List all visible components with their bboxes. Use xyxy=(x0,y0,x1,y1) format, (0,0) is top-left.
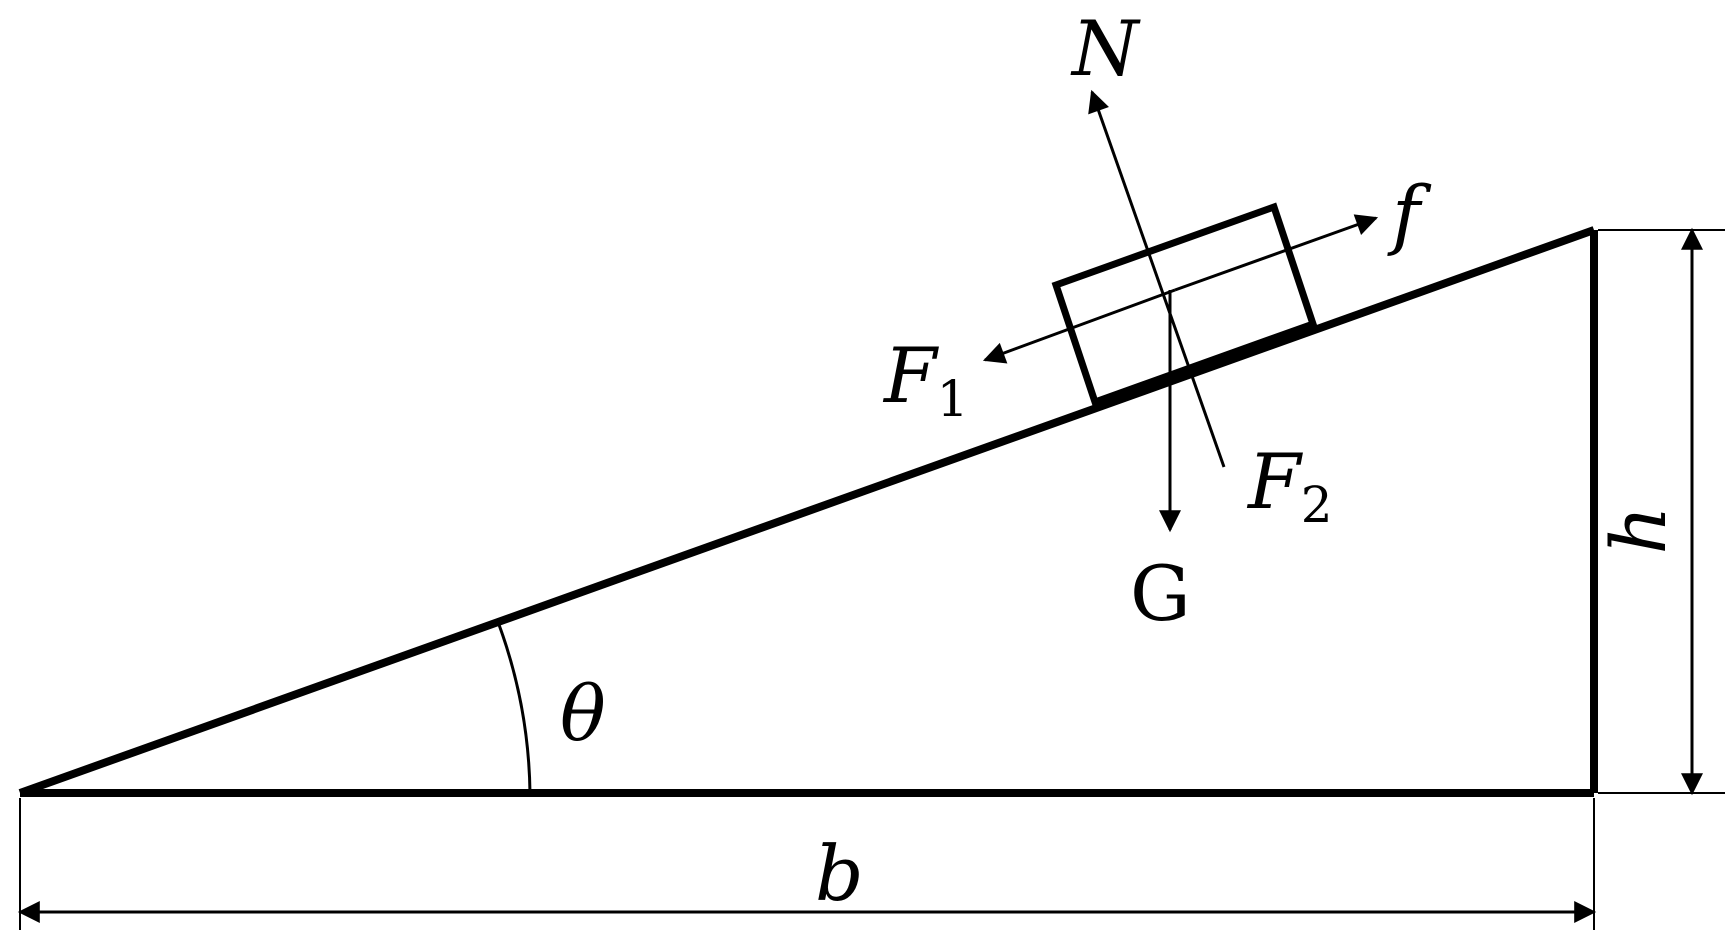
f1-arrow xyxy=(982,288,1176,364)
base-label: b xyxy=(815,829,864,918)
f1-label: F1 xyxy=(882,331,969,428)
angle-label: θ xyxy=(560,669,606,758)
base-dimension xyxy=(17,798,1597,930)
friction-arrow xyxy=(1174,214,1379,292)
height-dimension xyxy=(1598,227,1725,796)
f2-label-main: F xyxy=(1246,437,1303,526)
block xyxy=(1051,202,1318,407)
normal-force-label: N xyxy=(1070,4,1141,93)
incline-slope xyxy=(18,226,1596,797)
f2-label-subscript: 2 xyxy=(1301,476,1333,534)
f1-label-main: F xyxy=(882,331,939,420)
f1-label-subscript: 1 xyxy=(937,370,969,428)
gravity-label: G xyxy=(1130,549,1191,638)
force-vectors xyxy=(982,89,1379,533)
f2-label: F2 xyxy=(1246,437,1333,534)
height-label: h xyxy=(1594,506,1683,555)
friction-label: f xyxy=(1387,169,1432,258)
normal-force-arrow xyxy=(1088,89,1226,468)
angle-arc xyxy=(496,621,532,794)
incline xyxy=(18,226,1598,797)
